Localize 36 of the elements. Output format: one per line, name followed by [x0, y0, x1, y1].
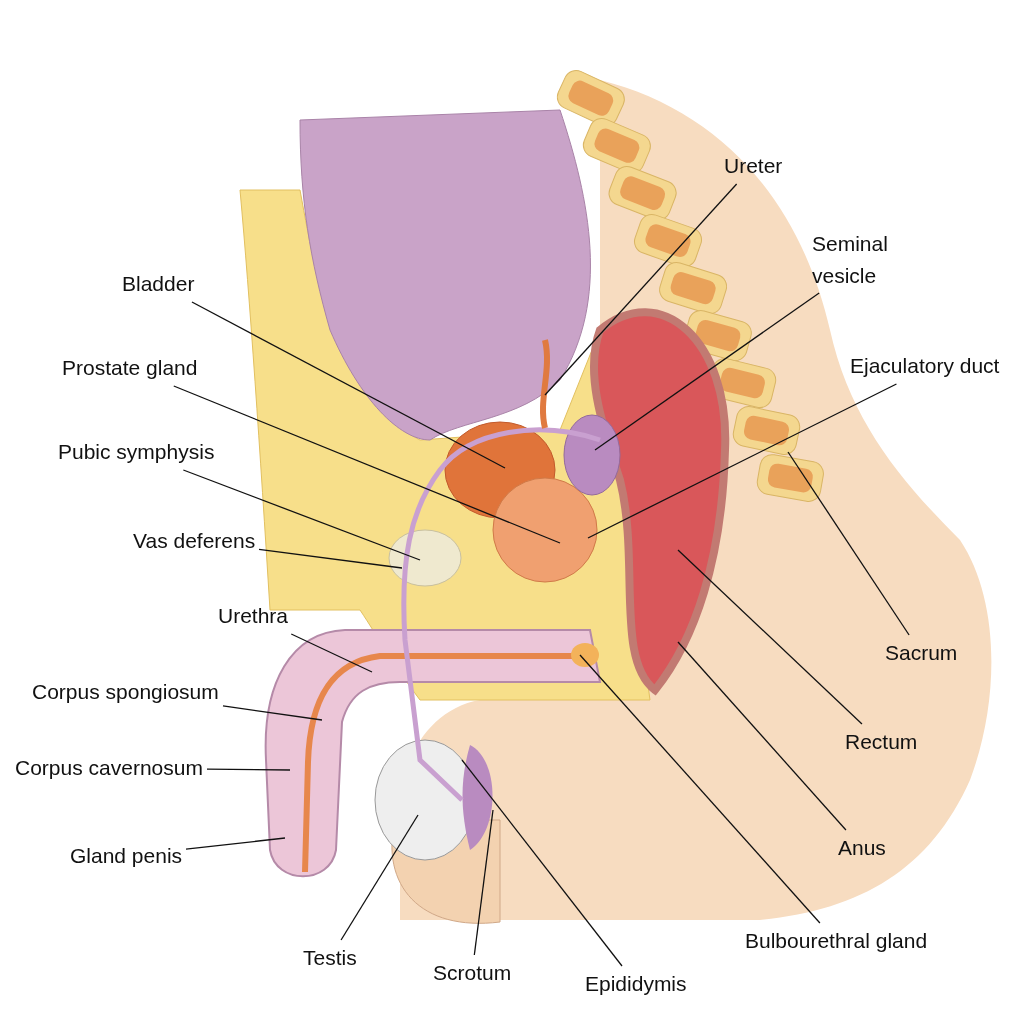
part-label: Pubic symphysis: [58, 436, 215, 468]
part-label: Testis: [303, 942, 357, 974]
part-label: Corpus cavernosum: [15, 752, 203, 784]
part-label: Prostate gland: [62, 352, 198, 384]
part-label: Bulbourethral gland: [745, 925, 928, 957]
part-label: Ejaculatory duct: [850, 350, 1015, 382]
leader-line: [787, 451, 910, 636]
leader-line: [206, 768, 291, 771]
leader-line: [258, 548, 403, 569]
part-label: Anus: [838, 832, 886, 864]
leader-line: [290, 633, 373, 673]
part-label: Bladder: [122, 268, 195, 300]
leader-line: [185, 837, 286, 850]
leader-line: [222, 705, 323, 721]
leader-line: [340, 814, 419, 941]
leader-line: [473, 809, 494, 956]
part-label: Urethra: [218, 600, 289, 632]
leader-line: [677, 549, 863, 725]
part-label: Scrotum: [433, 957, 512, 989]
leader-line: [677, 641, 847, 831]
part-label: Ureter: [724, 150, 783, 182]
leader-line: [461, 759, 623, 967]
leader-line: [173, 385, 561, 544]
leader-line: [191, 301, 506, 469]
leader-line: [544, 183, 738, 396]
part-label: Vas deferens: [133, 525, 256, 557]
leader-line: [587, 383, 898, 539]
leader-line: [594, 292, 820, 451]
part-label: Rectum: [845, 726, 918, 758]
part-label: Seminal vesicle: [812, 228, 922, 291]
part-label: Epididymis: [585, 968, 687, 1000]
part-label: Corpus spongiosum: [32, 676, 219, 708]
leader-line: [579, 654, 821, 924]
part-label: Gland penis: [70, 840, 183, 872]
leader-line: [182, 469, 421, 561]
part-label: Sacrum: [885, 637, 958, 669]
